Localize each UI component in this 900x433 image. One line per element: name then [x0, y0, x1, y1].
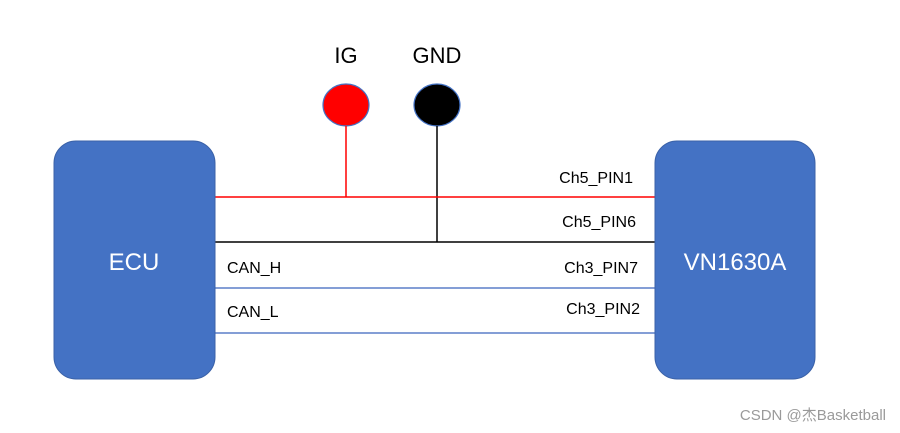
ig-label: IG — [334, 43, 357, 68]
gnd-label: GND — [413, 43, 462, 68]
can-l-label: CAN_L — [227, 304, 279, 321]
gnd-terminal — [413, 83, 461, 127]
vn1630a-label: VN1630A — [684, 249, 787, 276]
ig-terminal — [322, 83, 370, 127]
ecu-block — [53, 140, 216, 380]
vn1630a-block — [654, 140, 816, 380]
watermark-text: CSDN @杰Basketball — [740, 407, 886, 424]
can-h-label: CAN_H — [227, 260, 281, 277]
ch5-pin6-label: Ch5_PIN6 — [562, 214, 636, 231]
ch3-pin7-label: Ch3_PIN7 — [564, 260, 638, 277]
ecu-label: ECU — [109, 249, 160, 276]
ch3-pin2-label: Ch3_PIN2 — [566, 301, 640, 318]
ch5-pin1-label: Ch5_PIN1 — [559, 170, 633, 187]
